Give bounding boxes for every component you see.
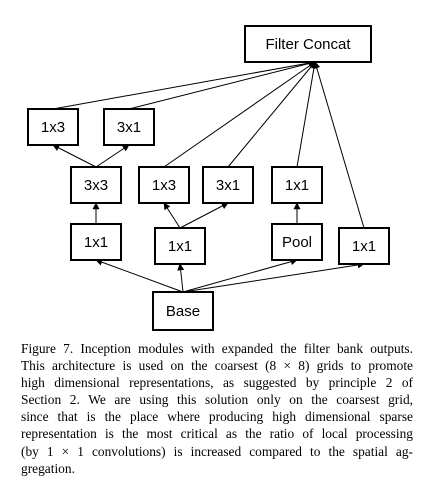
edge-b3x3-to-b1x3 xyxy=(52,144,97,168)
node-label: 1x1 xyxy=(168,238,192,255)
node-box xyxy=(338,227,390,265)
node-b3x1: 3x1 xyxy=(103,108,155,146)
node-box xyxy=(103,108,155,146)
edge-b3x1-to-filter_concat xyxy=(128,60,316,110)
caption-line: gregation. xyxy=(21,460,75,476)
node-base: Base xyxy=(152,291,214,331)
node-box xyxy=(202,166,254,204)
caption-line: (by 1 × 1 convolutions) is increased com… xyxy=(21,443,413,459)
node-e1x1: 1x1 xyxy=(70,223,122,261)
figure-caption: Figure 7. Inception modules with expande… xyxy=(21,340,413,477)
node-label: 3x3 xyxy=(84,177,108,194)
node-box xyxy=(271,223,323,261)
node-label: Base xyxy=(166,303,200,320)
node-pool: Pool xyxy=(271,223,323,261)
edge-base-to-g1x1 xyxy=(182,261,365,293)
node-c3x1: 3x1 xyxy=(202,166,254,204)
edge-c3x1-to-filter_concat xyxy=(227,61,316,168)
caption-line: This architecture is used on the coarses… xyxy=(21,358,413,374)
edge-base-to-e1x1 xyxy=(95,258,184,293)
caption-line: Section 2. We are using this solution on… xyxy=(21,392,413,408)
node-box xyxy=(244,25,372,63)
edge-f1x1-to-c1x3 xyxy=(163,202,181,229)
edge-base-to-f1x1 xyxy=(177,263,185,293)
edge-d1x1-to-filter_concat xyxy=(296,61,318,168)
node-box xyxy=(152,291,214,331)
node-label: Filter Concat xyxy=(265,36,351,53)
caption-line: since that is the place where producing … xyxy=(21,409,413,425)
node-filter_concat: Filter Concat xyxy=(244,25,372,63)
node-box xyxy=(27,108,79,146)
node-box xyxy=(138,166,190,204)
node-box xyxy=(70,166,122,204)
node-b1x3: 1x3 xyxy=(27,108,79,146)
node-box xyxy=(271,166,323,204)
node-label: 1x1 xyxy=(352,238,376,255)
caption-line: high dimensional representations, as sug… xyxy=(21,375,413,391)
caption-line: representation is the most critical as t… xyxy=(21,426,413,442)
node-box xyxy=(70,223,122,261)
node-label: 3x1 xyxy=(117,119,141,136)
node-b3x3: 3x3 xyxy=(70,166,122,204)
node-label: 1x1 xyxy=(84,234,108,251)
node-label: 3x1 xyxy=(216,177,240,194)
edge-base-to-pool xyxy=(182,258,298,293)
edge-f1x1-to-c3x1 xyxy=(179,202,229,229)
node-label: 1x3 xyxy=(152,177,176,194)
node-label: Pool xyxy=(282,234,312,251)
edge-b1x3-to-filter_concat xyxy=(52,59,316,110)
edge-c1x3-to-filter_concat xyxy=(163,61,316,168)
edge-b3x3-to-b3x1 xyxy=(95,144,130,168)
edge-g1x1-to-filter_concat xyxy=(313,61,365,229)
node-label: 1x1 xyxy=(285,177,309,194)
node-c1x3: 1x3 xyxy=(138,166,190,204)
node-label: 1x3 xyxy=(41,119,65,136)
node-f1x1: 1x1 xyxy=(154,227,206,265)
node-g1x1: 1x1 xyxy=(338,227,390,265)
caption-line: Figure 7. Inception modules with expande… xyxy=(21,341,413,356)
node-box xyxy=(154,227,206,265)
node-d1x1: 1x1 xyxy=(271,166,323,204)
